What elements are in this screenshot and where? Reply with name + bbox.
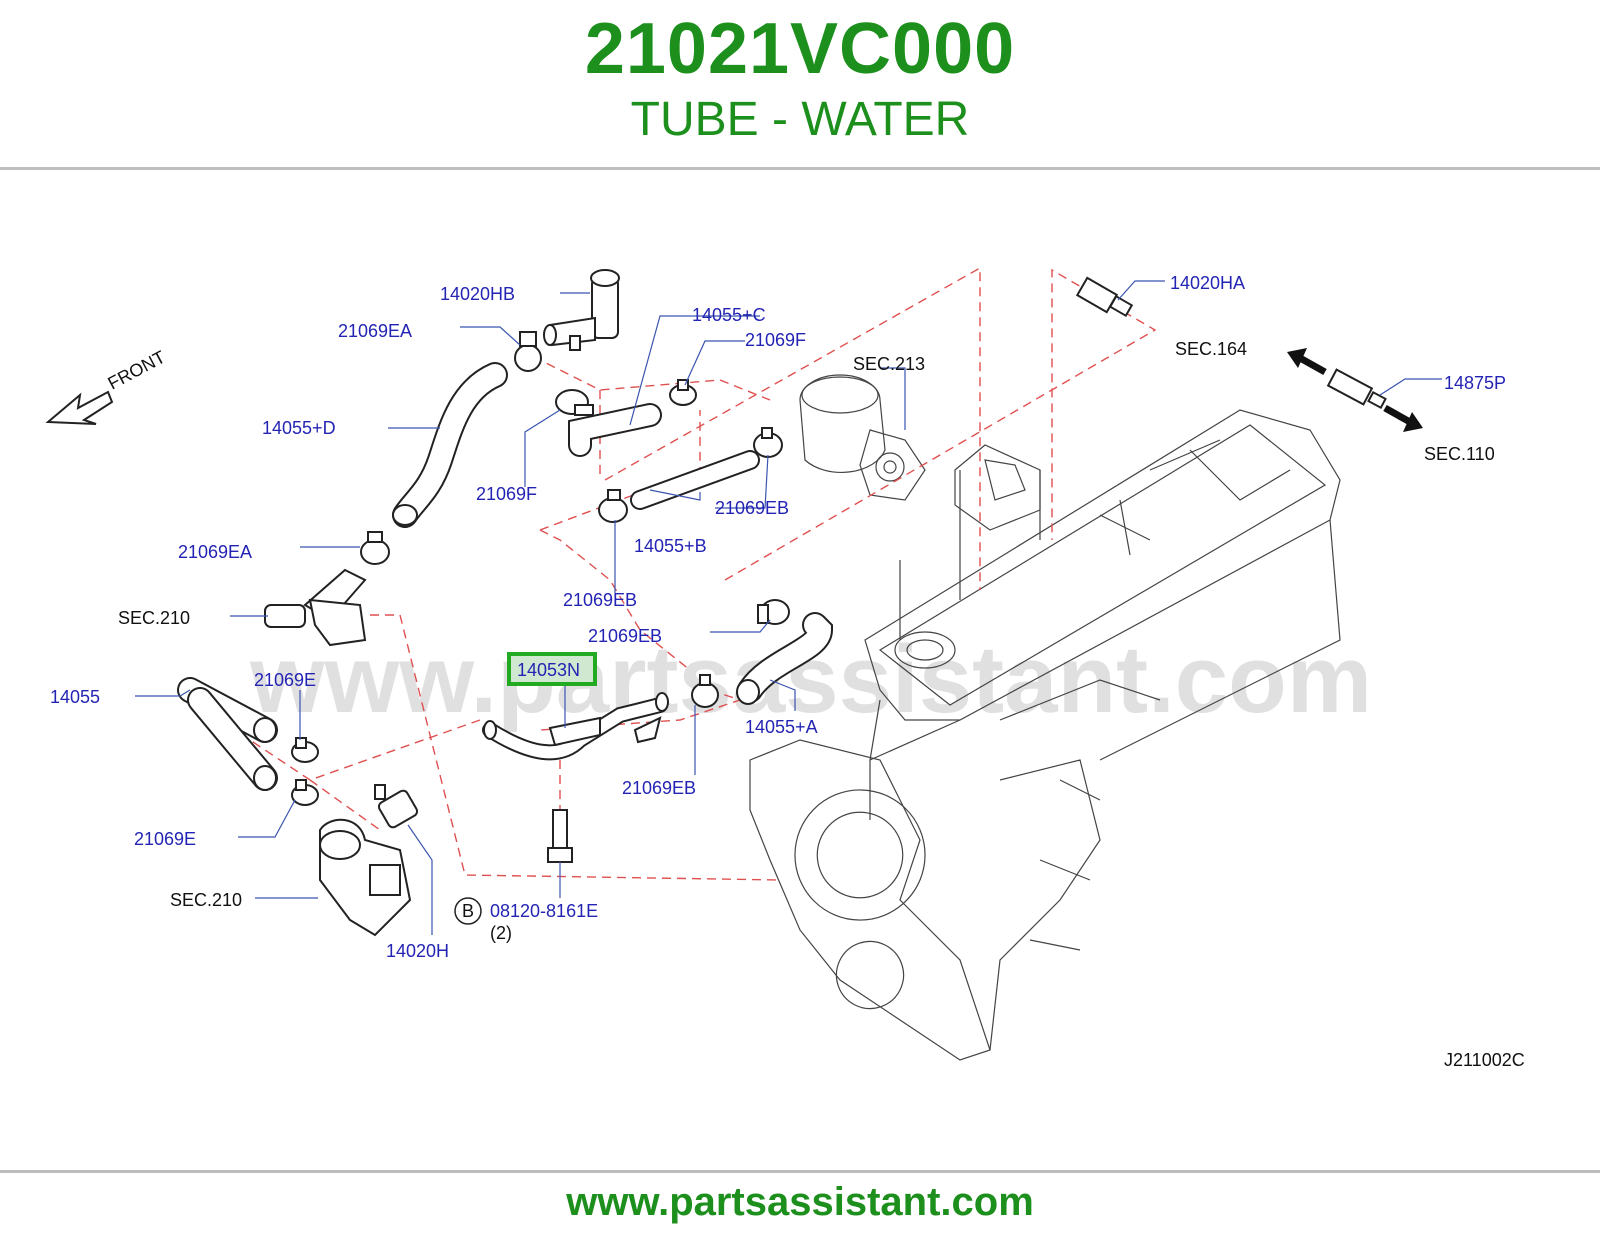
front-label: FRONT	[104, 347, 168, 394]
hose-14055[interactable]	[177, 677, 278, 791]
callout-14875P[interactable]: 14875P	[1444, 373, 1506, 393]
callout-quantity: (2)	[490, 923, 512, 943]
callout-21069EB-mid[interactable]: 21069EB	[563, 590, 637, 610]
clamps-21069E[interactable]	[291, 737, 319, 806]
callout-labels: 14020HB 21069EA 14055+C 21069F SEC.213 1…	[50, 273, 1525, 1070]
connector-14020HB[interactable]	[543, 269, 620, 351]
thermostat-housing-SEC210[interactable]	[319, 818, 412, 937]
sensor-14875P[interactable]	[1326, 368, 1387, 410]
callout-14055D[interactable]: 14055+D	[262, 418, 336, 438]
hose-14055B[interactable]	[630, 450, 760, 510]
callout-21069F-mid[interactable]: 21069F	[476, 484, 537, 504]
part-description: TUBE - WATER	[630, 93, 970, 146]
water-tube-14053N[interactable]	[482, 692, 669, 761]
callout-21069F-top[interactable]: 21069F	[745, 330, 806, 350]
callout-14020HA[interactable]: 14020HA	[1170, 273, 1245, 293]
sensor-14020H[interactable]	[374, 784, 419, 829]
front-arrow-icon	[45, 390, 114, 425]
arrow-sec110-icon	[1383, 404, 1423, 432]
callout-21069EB-low[interactable]: 21069EB	[588, 626, 662, 646]
clamp-21069F-top[interactable]	[669, 379, 697, 406]
engine-line-art	[749, 374, 1341, 1061]
sensor-14020HA[interactable]	[1075, 276, 1134, 318]
clamp-21069EA-mid[interactable]	[360, 531, 390, 565]
callout-21069EA-top[interactable]: 21069EA	[338, 321, 412, 341]
hose-14055D[interactable]	[392, 362, 508, 528]
hose-14055C[interactable]	[568, 403, 662, 457]
clamp-21069F-mid[interactable]	[555, 389, 594, 416]
diagram-code: J211002C	[1444, 1050, 1525, 1070]
header: 21021VC000 TUBE - WATER	[0, 0, 1600, 168]
callout-21069E-bot[interactable]: 21069E	[134, 829, 196, 849]
bolt-ref-circle	[454, 897, 482, 925]
callout-21069EB-bot[interactable]: 21069EB	[622, 778, 696, 798]
clamp-21069EB-upper-right[interactable]	[757, 599, 790, 625]
callout-21069EB-top[interactable]: 21069EB	[715, 498, 789, 518]
header-divider	[0, 167, 1600, 170]
callout-highlight-box	[507, 652, 597, 686]
bolt-08120-8161E[interactable]	[547, 809, 573, 863]
arrow-sec164-icon	[1287, 348, 1327, 376]
callout-B: B	[462, 901, 474, 921]
fitting-SEC210-top[interactable]	[264, 568, 367, 647]
part-number-title: 21021VC000	[584, 9, 1016, 89]
callout-SEC213[interactable]: SEC.213	[853, 354, 925, 374]
clamp-21069EB-top[interactable]	[753, 427, 783, 458]
callout-14055A[interactable]: 14055+A	[745, 717, 818, 737]
callout-SEC210-bot[interactable]: SEC.210	[170, 890, 242, 910]
footer-url-link[interactable]: www.partsassistant.com	[566, 1180, 1034, 1224]
callout-SEC110[interactable]: SEC.110	[1424, 444, 1495, 464]
callout-14055[interactable]: 14055	[50, 687, 100, 707]
callout-14020H[interactable]: 14020H	[386, 941, 449, 961]
callout-21069EA-mid[interactable]: 21069EA	[178, 542, 252, 562]
callout-14020HB[interactable]: 14020HB	[440, 284, 515, 304]
clamp-21069EB-low[interactable]	[691, 674, 719, 708]
callout-14053N[interactable]: 14053N	[517, 660, 580, 680]
callout-08120-8161E[interactable]: 08120-8161E	[490, 901, 598, 921]
callout-SEC210-top[interactable]: SEC.210	[118, 608, 190, 628]
hose-14055A[interactable]	[736, 612, 834, 705]
leader-lines	[135, 280, 1442, 935]
clamp-21069EA-top[interactable]	[514, 331, 542, 372]
footer-divider	[0, 1170, 1600, 1173]
clamp-21069EB-mid[interactable]	[598, 489, 628, 523]
callout-SEC164[interactable]: SEC.164	[1175, 339, 1247, 359]
callout-14055B[interactable]: 14055+B	[634, 536, 707, 556]
callout-14055C[interactable]: 14055+C	[692, 305, 766, 325]
callout-21069E-top[interactable]: 21069E	[254, 670, 316, 690]
